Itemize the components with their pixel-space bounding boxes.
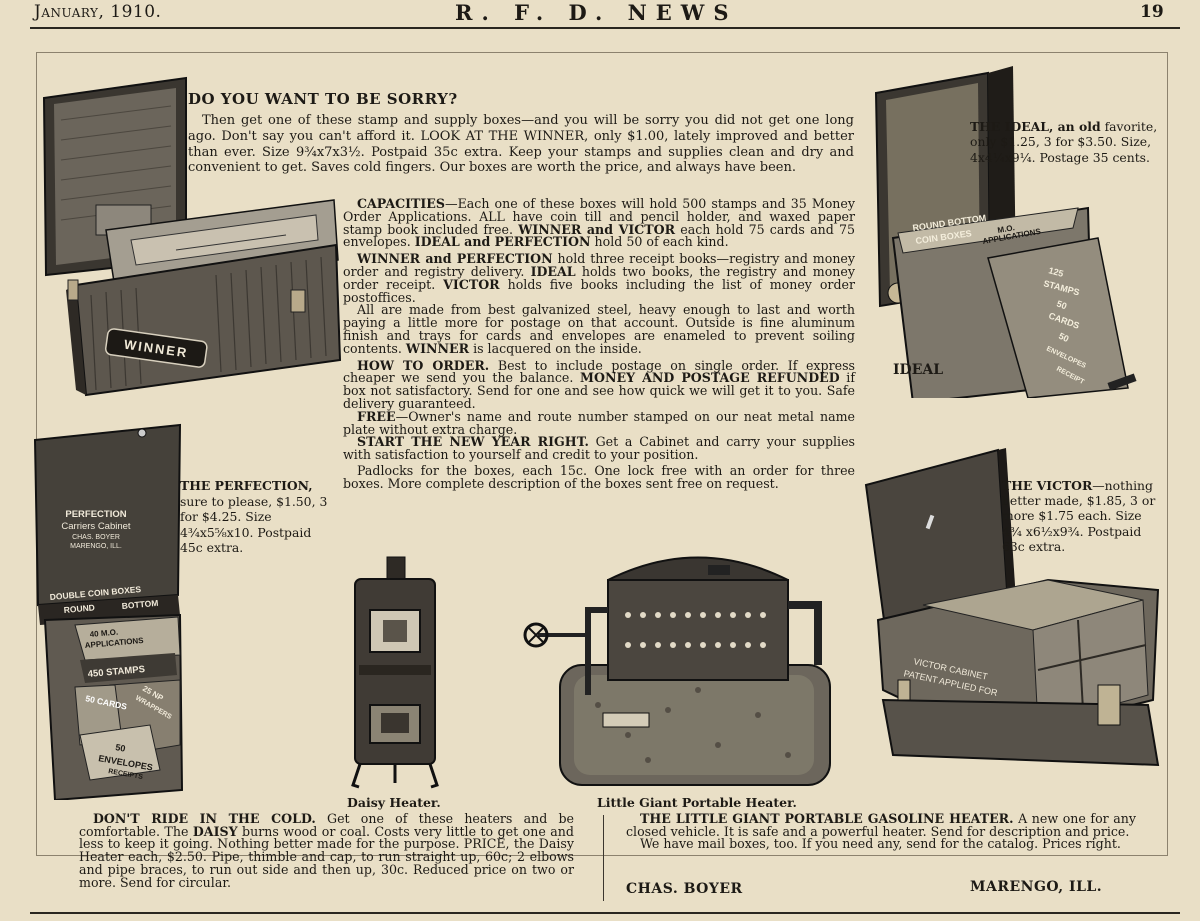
perfection-description: THE PERFECTION, sure to please, $1.50, 3… [180,478,336,556]
footer-rule [30,912,1180,914]
ideal-box-illustration: ROUND BOTTOM COIN BOXES M.O. APPLICATION… [874,66,1137,398]
capacities-label: CAPACITIES [357,196,445,211]
capacities-text-2: each hold 75 cards and 75 envelopes. [343,221,855,250]
victor-text: —nothing better made, $1.85, 3 or more $… [1002,478,1156,554]
capacities-paragraph: CAPACITIES—Each one of these boxes will … [343,196,855,250]
ideal-text: favorite, only $1.25, 3 for $3.50. Size,… [970,119,1158,165]
free-label: FREE [357,408,396,424]
receipt-text-1: hold three receipt books—registry and mo… [343,251,855,279]
perfection-box-line-2: CHAS. BOYER [72,534,120,541]
perfection-box-line-5: ROUND [63,602,95,615]
perfection-box-illustration: PERFECTION Carriers Cabinet CHAS. BOYER … [33,423,184,800]
receipt-text-2: holds two books, the registry and money … [343,263,855,292]
victor-word: VICTOR [443,276,500,292]
perfection-text: sure to please, $1.50, 3 for $4.25. Size… [180,493,328,556]
how-to-order-text: Best to include postage on single order.… [343,357,855,386]
main-heading: DO YOU WANT TO BE SORRY? [188,90,458,108]
little-giant-heater-illustration [523,556,831,786]
perfection-box-line-1: Carriers Cabinet [61,521,131,532]
daisy-ad-text-1: Get one of these heaters and be comforta… [79,811,574,839]
ideal-box-line-2: M.O. [997,223,1016,235]
little-giant-caption: Little Giant Portable Heater. [597,795,797,810]
how-to-order-label: HOW TO ORDER. [357,357,490,373]
ideal-word: IDEAL [530,263,576,279]
perfection-box-line-9: 450 STAMPS [87,664,145,680]
receipt-paragraph: WINNER and PERFECTION hold three receipt… [343,251,855,305]
ideal-perfection-label: IDEAL and PERFECTION [414,234,591,250]
intro-paragraph: Then get one of these stamp and supply b… [188,113,854,176]
free-paragraph: FREE—Owner's name and route number stamp… [343,408,855,437]
daisy-ad-text-2: burns wood or coal. Costs very little to… [79,823,574,890]
ideal-description: THE IDEAL, an old favorite, only $1.25, … [970,119,1160,165]
refund-text: if box not satisfactory. Send for one an… [343,370,855,411]
perfection-box-line-6: BOTTOM [121,598,158,611]
signature-location: MARENGO, ILL. [970,879,1103,895]
perfection-box-line-3: MARENGO, ILL. [70,543,122,550]
daisy-ad-label: DON'T RIDE IN THE COLD. [93,811,316,826]
capacities-text: —Each one of these boxes will hold 500 s… [343,196,855,237]
ideal-caption: IDEAL [893,362,944,378]
start-paragraph: START THE NEW YEAR RIGHT. Get a Cabinet … [343,434,855,463]
bottom-divider [603,815,604,901]
victor-description: THE VICTOR—nothing better made, $1.85, 3… [1002,478,1160,554]
perfection-box-line-7: 40 M.O. [89,628,118,639]
little-giant-ad-paragraph: THE LITTLE GIANT PORTABLE GASOLINE HEATE… [626,811,1136,839]
daisy-ad-paragraph: DON'T RIDE IN THE COLD. Get one of these… [79,811,574,890]
signature-name: CHAS. BOYER [626,881,743,897]
how-to-order-paragraph: HOW TO ORDER. Best to include postage on… [343,357,855,411]
start-label: START THE NEW YEAR RIGHT. [357,434,589,450]
winner-perfection-label: WINNER and PERFECTION [357,251,553,267]
material-paragraph: All are made from best galvanized steel,… [343,302,855,356]
intro-text: Then get one of these stamp and supply b… [188,113,854,176]
perfection-label: THE PERFECTION, [180,478,313,493]
perfection-box-line-13: 50 [115,742,127,754]
victor-box-illustration: VICTOR CABINET PATENT APPLIED FOR [864,448,1160,767]
receipt-text-3: holds five books including the list of m… [343,276,855,305]
free-text: —Owner's name and route number stamped o… [343,408,855,437]
victor-label: THE VICTOR [1002,478,1093,493]
ideal-box-line-6: 50 [1055,298,1068,311]
start-text: Get a Cabinet and carry your supplies wi… [343,434,855,463]
little-giant-ad: THE LITTLE GIANT PORTABLE GASOLINE HEATE… [626,811,1136,852]
ideal-label: THE IDEAL, an old [970,119,1101,134]
header-date: January, 1910. [34,2,162,22]
header-rule [30,27,1180,29]
ideal-box-line-8: 50 [1057,331,1070,344]
padlocks-paragraph: Padlocks for the boxes, each 15c. One lo… [343,462,855,491]
material-text-2: is lacquered on the inside. [473,340,642,356]
refund-label: MONEY AND POSTAGE REFUNDED [580,370,840,386]
page-number: 19 [1140,2,1164,22]
daisy-heater-illustration [351,556,439,789]
winner-box-illustration: WINNER [42,76,342,397]
little-giant-ad-text-1: A new one for any closed vehicle. It is … [626,811,1136,839]
ideal-box-line-4: 125 [1047,265,1064,279]
daisy-caption: Daisy Heater. [347,795,441,810]
daisy-ad: DON'T RIDE IN THE COLD. Get one of these… [79,811,574,890]
material-text: All are made from best galvanized steel,… [343,302,855,356]
winner-victor-label: WINNER and VICTOR [518,221,676,237]
details-column: CAPACITIES—Each one of these boxes will … [343,196,855,491]
capacities-text-3: hold 50 of each kind. [594,234,729,250]
header-title: R. F. D. NEWS [455,0,738,25]
winner-word: WINNER [405,340,470,356]
daisy-word: DAISY [192,823,238,839]
mail-boxes-text: We have mail boxes, too. If you need any… [640,836,1121,852]
perfection-box-line-0: PERFECTION [65,509,126,520]
little-giant-ad-label: THE LITTLE GIANT PORTABLE GASOLINE HEATE… [640,811,1014,826]
